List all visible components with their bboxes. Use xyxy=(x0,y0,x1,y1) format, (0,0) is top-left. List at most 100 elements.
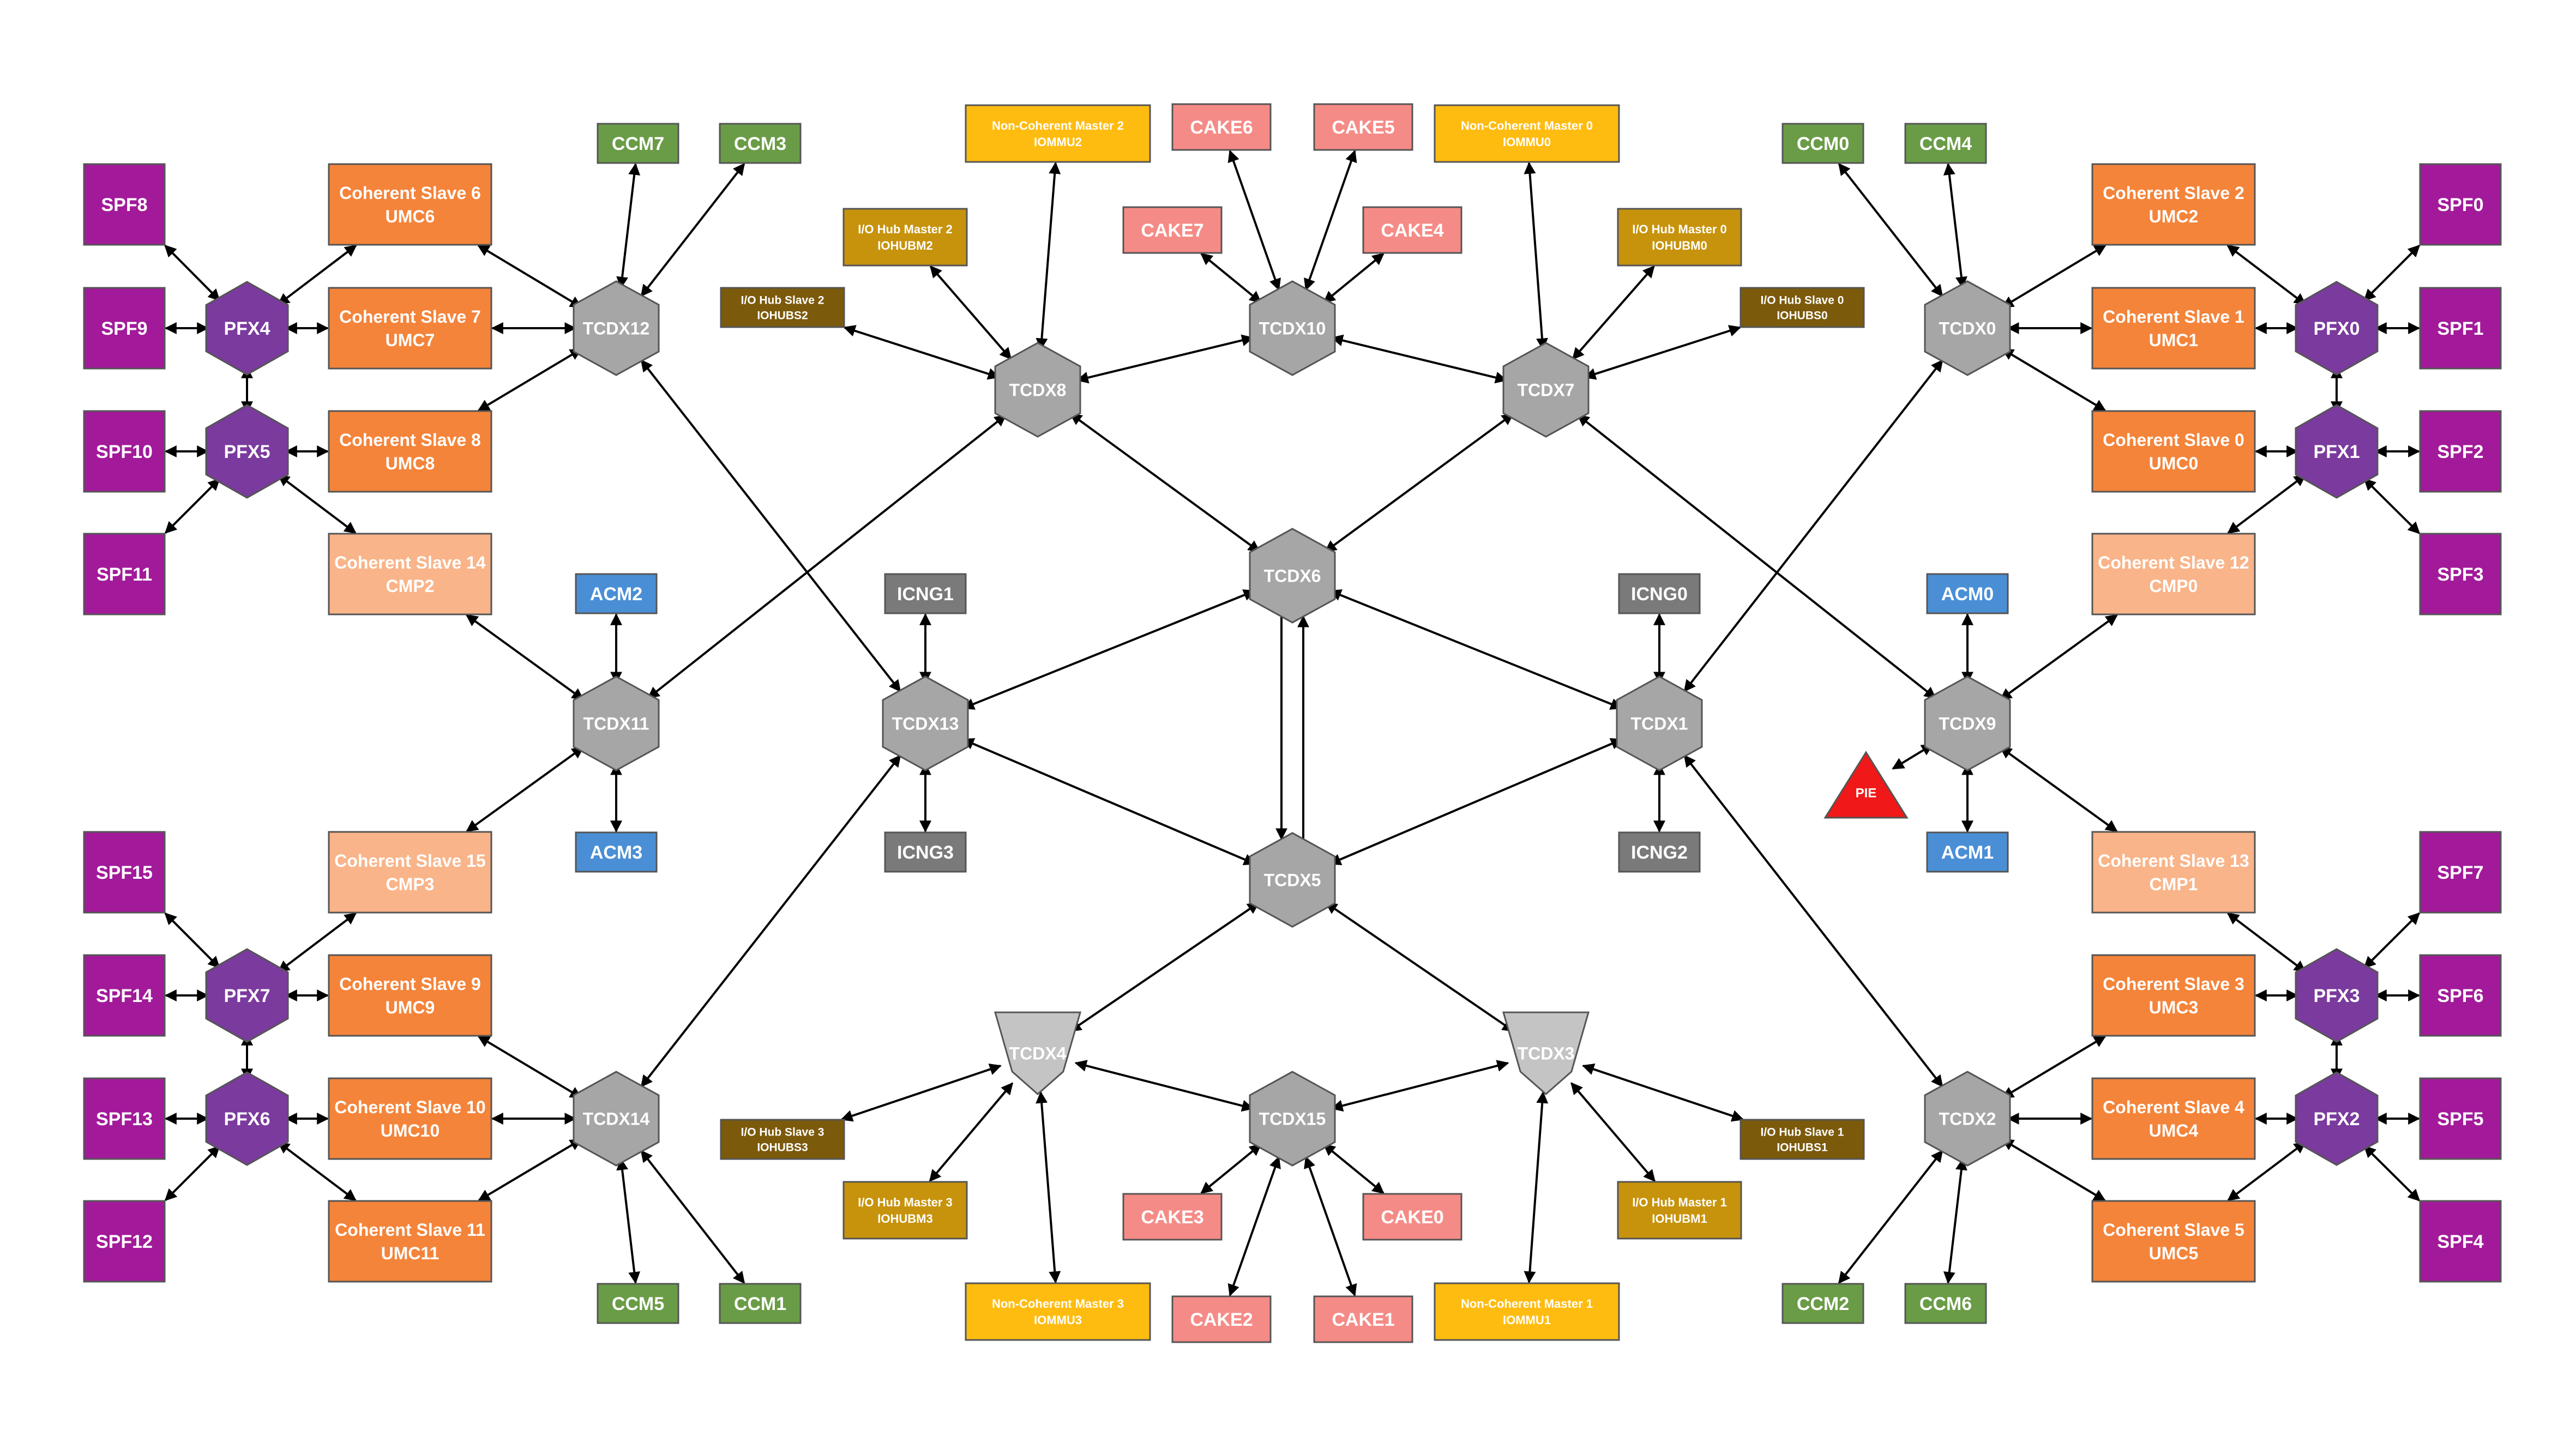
node-shape xyxy=(328,1200,492,1283)
node-label: TCDX12 xyxy=(583,319,650,339)
link-iohm0-tcdx7 xyxy=(1572,265,1655,360)
node-label: Non-Coherent Master 2 xyxy=(992,119,1124,132)
node-tcdx8: TCDX8 xyxy=(994,342,1081,438)
link-tcdx0-tcdx1 xyxy=(1683,359,1943,692)
link-cs13-tcdx9 xyxy=(1999,746,2118,832)
node-shape xyxy=(328,410,492,493)
node-tcdx14: TCDX14 xyxy=(573,1071,660,1167)
node-shape xyxy=(328,831,492,914)
node-label: UMC2 xyxy=(2149,207,2199,226)
node-shape xyxy=(2091,1077,2256,1160)
link-cs8-tcdx12 xyxy=(477,348,582,412)
node-spf6: SPF6 xyxy=(2419,954,2502,1037)
node-label: I/O Hub Master 2 xyxy=(858,222,953,236)
link-pfx4-cs6 xyxy=(277,244,357,306)
node-shape xyxy=(205,404,289,499)
node-label: CCM7 xyxy=(612,134,664,154)
node-shape xyxy=(1313,103,1413,151)
node-spf3: SPF3 xyxy=(2419,533,2502,615)
node-label: TCDX1 xyxy=(1631,714,1688,734)
node-shape xyxy=(2295,404,2379,499)
node-label: IOHUBS2 xyxy=(757,310,808,322)
node-spf10: SPF10 xyxy=(83,410,166,493)
node-label: CAKE2 xyxy=(1190,1309,1253,1330)
link-ccm5-tcdx14 xyxy=(616,1158,641,1284)
node-label: TCDX15 xyxy=(1259,1109,1326,1129)
link-ccm4-tcdx0 xyxy=(1943,162,1967,289)
node-spf14: SPF14 xyxy=(83,954,166,1037)
node-shape xyxy=(2091,831,2256,914)
node-label: CAKE7 xyxy=(1141,220,1203,241)
node-shape xyxy=(1502,1011,1590,1095)
node-label: UMC6 xyxy=(386,207,435,226)
node-shape xyxy=(2091,533,2256,615)
node-shape xyxy=(328,954,492,1037)
node-label: I/O Hub Slave 2 xyxy=(741,294,824,306)
node-label: SPF3 xyxy=(2437,564,2483,585)
node-label: UMC4 xyxy=(2149,1121,2199,1140)
node-spf4: SPF4 xyxy=(2419,1200,2502,1283)
node-shape xyxy=(2091,287,2256,370)
node-label: PFX5 xyxy=(224,442,270,462)
node-cake6: CAKE6 xyxy=(1171,103,1272,151)
node-label: IOHUBS1 xyxy=(1777,1142,1828,1154)
node-label: TCDX3 xyxy=(1518,1044,1575,1064)
node-pfx7: PFX7 xyxy=(205,948,289,1043)
node-label: Coherent Slave 6 xyxy=(339,183,481,203)
link-ccm0-tcdx0 xyxy=(1838,162,1943,297)
node-shape xyxy=(1502,342,1590,438)
node-iohs2: I/O Hub Slave 2 IOHUBS2 xyxy=(720,287,845,328)
node-shape xyxy=(1122,206,1223,254)
node-label: SPF9 xyxy=(101,318,147,339)
node-shape xyxy=(575,831,658,873)
link-spf8-pfx4 xyxy=(164,244,220,301)
node-icng1: ICNG1 xyxy=(884,573,967,614)
link-cs11-tcdx14 xyxy=(478,1138,582,1202)
link-cs0-tcdx0 xyxy=(2001,348,2106,412)
link-cake1-tcdx15 xyxy=(1304,1156,1357,1297)
node-label: UMC9 xyxy=(386,998,435,1017)
node-shape xyxy=(573,675,660,771)
node-label: CAKE1 xyxy=(1332,1309,1394,1330)
link-pfx7-cs15 xyxy=(277,912,357,973)
node-tcdx6: TCDX6 xyxy=(1249,528,1336,624)
node-label: CMP2 xyxy=(386,576,435,596)
link-spf3-pfx1 xyxy=(2363,478,2421,534)
node-label: PIE xyxy=(1856,786,1877,801)
node-label: I/O Hub Slave 0 xyxy=(1761,294,1844,306)
node-shape xyxy=(2091,1200,2256,1283)
node-shape xyxy=(994,342,1081,438)
node-label: SPF4 xyxy=(2437,1231,2483,1252)
node-shape xyxy=(2419,1200,2502,1283)
node-label: Non-Coherent Master 3 xyxy=(992,1297,1124,1311)
node-shape xyxy=(994,1011,1081,1095)
node-acm3: ACM3 xyxy=(575,831,658,873)
link-tcdx2-tcdx1 xyxy=(1683,754,1943,1088)
node-label: CCM3 xyxy=(734,134,786,154)
node-shape xyxy=(575,573,658,614)
node-shape xyxy=(2419,533,2502,615)
node-label: UMC0 xyxy=(2149,454,2199,473)
node-shape xyxy=(83,831,166,914)
node-shape xyxy=(1924,675,2011,771)
node-shape xyxy=(328,287,492,370)
node-label: CMP1 xyxy=(2150,874,2198,894)
node-shape xyxy=(2419,1077,2502,1160)
node-ccm1: CCM1 xyxy=(719,1283,802,1324)
node-shape xyxy=(83,1200,166,1283)
node-shape xyxy=(842,208,968,267)
node-shape xyxy=(1617,208,1742,267)
node-spf9: SPF9 xyxy=(83,287,166,370)
node-label: CCM6 xyxy=(1919,1294,1972,1314)
node-label: IOHUBM0 xyxy=(1652,239,1707,252)
link-iohm2-tcdx8 xyxy=(929,265,1012,360)
node-shape xyxy=(1122,1193,1223,1241)
link-spf15-pfx7 xyxy=(164,912,220,969)
link-ncm3-tcdx4 xyxy=(1036,1091,1061,1284)
node-label: SPF14 xyxy=(96,986,153,1006)
